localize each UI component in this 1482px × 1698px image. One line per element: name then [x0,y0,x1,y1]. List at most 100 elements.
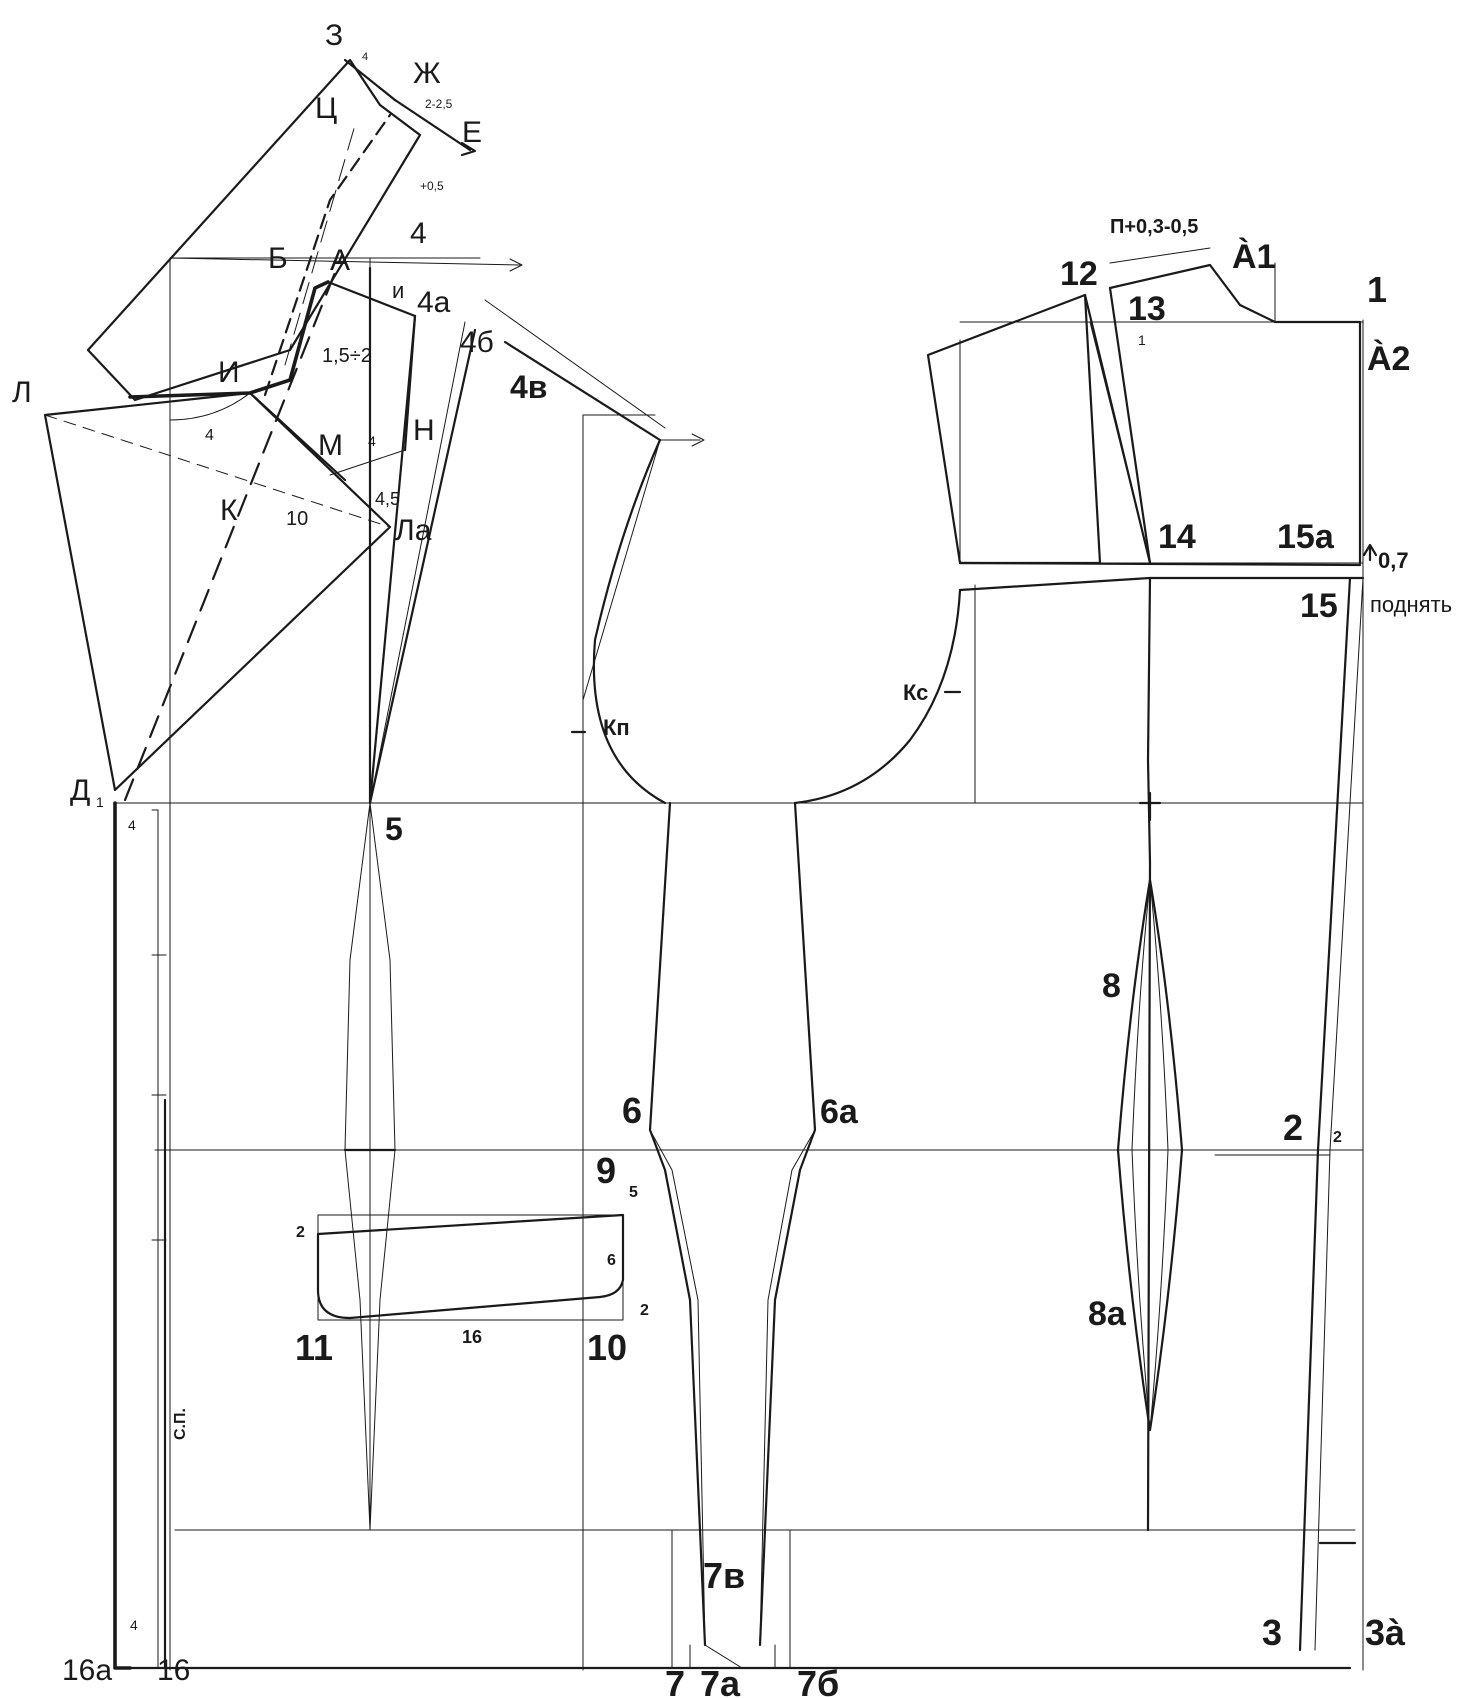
construction-grid [114,257,1364,1671]
label-ks: Кс [903,680,928,705]
label-l: Л [12,376,32,409]
label-2-pocket-right: 2 [640,1302,649,1319]
raise-arrow-head [1362,543,1378,557]
back-center-line [1146,576,1152,865]
label-6-pocket: 6 [607,1252,616,1269]
label-15a: 15а [1277,518,1335,556]
label-la: Ла [395,514,432,547]
label-p-shift: П+0,3-0,5 [1110,216,1198,238]
armhole-chord [582,439,661,701]
label-d1: Д [70,774,90,807]
point-labels: З 4 Ж Ц 2-2,5 Е +0,5 Б А 4 и 4а 4б 4в И … [12,19,1452,1698]
label-i-small: и [392,278,404,303]
lapel-notch [248,391,347,482]
label-2-2-5: 2-2,5 [425,97,453,111]
label-ts: Ц [315,92,337,125]
label-3: 3 [1262,1612,1282,1653]
neckline-front [128,280,330,399]
label-sp: С.П. [172,1408,189,1440]
front-waist-dart [344,802,396,1531]
center-back-line [1314,577,1364,1651]
pocket-flap [316,1213,625,1320]
label-plus-05: +0,5 [420,179,444,193]
collar-guide [284,124,356,366]
label-a2: À2 [1367,340,1410,378]
collar-arrow [393,98,472,152]
shoulder-raise [1109,247,1211,264]
label-7b: 7б [797,1663,839,1698]
label-14: 14 [1158,518,1196,556]
side-seam-back [758,801,817,1647]
dart-4b-thin [369,321,466,804]
armhole-back [793,588,962,805]
pocket [316,1213,625,1321]
label-4b: 4б [460,326,494,359]
label-raise: поднять [1370,592,1452,617]
label-k: К [220,494,238,527]
label-2-pocket-left: 2 [296,1224,305,1241]
arrow-head [691,433,705,447]
label-z: З [325,19,343,52]
label-10-pocket: 10 [587,1327,627,1368]
yoke-dart-right [1108,286,1152,565]
label-4-top: 4 [410,217,427,250]
label-7: 7 [665,1663,685,1698]
center-back-seam [1298,576,1352,1652]
shoulder-extension [484,299,666,429]
collar [86,58,422,402]
back-panel [926,247,1372,1652]
dart-4b [368,328,477,805]
label-15-2: 1,5÷2 [322,345,372,367]
label-16a: 16а [62,1654,112,1687]
shoulder-front [326,280,417,318]
seam-tick [704,1644,743,1669]
label-4-5: 4,5 [375,489,400,509]
yoke-seam [958,561,1362,567]
label-0-7: 0,7 [1378,548,1409,573]
label-4a: 4а [417,286,451,319]
side-seam-front-thin [649,802,706,1646]
armhole-front [592,438,667,805]
label-d1-sub: 1 [96,794,104,810]
side-seam-back-thin [759,802,816,1646]
label-m: М [318,429,343,462]
collar-break-line [123,253,344,802]
label-12: 12 [1060,255,1098,293]
label-16-pocket: 16 [462,1327,482,1347]
arrow-head [509,258,523,272]
label-7a: 7а [700,1663,741,1698]
label-1: 1 [1367,269,1387,310]
label-kp: Кп [603,715,630,740]
lapel-roll-line [44,414,391,528]
label-4: 4 [362,51,368,63]
armhole [570,438,962,805]
label-8: 8 [1102,967,1121,1005]
label-8a: 8а [1088,1295,1127,1333]
label-b: Б [268,242,288,275]
label-zh: Ж [413,57,441,90]
label-a: А [330,244,350,277]
label-5: 5 [385,811,403,847]
label-4-bottom: 4 [130,1617,138,1633]
collar-tip [343,58,397,102]
label-e: Е [462,116,482,149]
top-guide [169,257,521,266]
label-10: 10 [286,508,308,530]
back-neck [1108,263,1362,565]
label-11: 11 [295,1327,333,1368]
label-7v: 7в [703,1555,745,1596]
label-4m: 4 [368,433,376,449]
label-13: 13 [1128,290,1166,328]
front-panel [43,58,705,1670]
front-neck-curve [169,392,251,421]
lapel-m-line [329,449,406,476]
shoulder-4v [503,340,662,442]
yoke-dart [1083,293,1152,565]
label-1-small: 1 [1138,332,1146,348]
front-edge [113,801,132,1670]
label-15: 15 [1300,587,1338,625]
collar-stand-line [263,113,392,397]
label-6a: 6а [820,1093,859,1131]
label-4v: 4в [510,369,547,405]
label-a1: À1 [1232,238,1275,276]
